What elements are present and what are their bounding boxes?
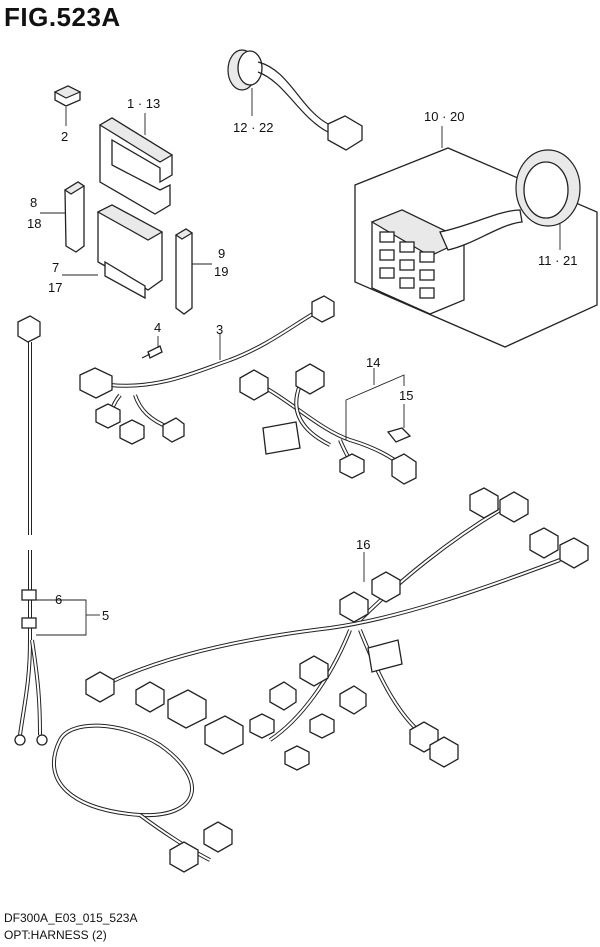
part-8-18-bracket: [63, 181, 86, 253]
callout-7: 7: [52, 260, 59, 275]
part-12-22-grommet-harness: [227, 49, 363, 151]
part-5-6-lead: [14, 315, 48, 746]
callout-15: 15: [399, 388, 413, 403]
callout-18: 18: [27, 216, 41, 231]
figure-caption: OPT:HARNESS (2): [4, 928, 107, 942]
callout-16: 16: [356, 537, 370, 552]
callout-2: 2: [61, 129, 68, 144]
part-1-13-bracket: [98, 117, 174, 215]
callout-4: 4: [154, 320, 161, 335]
callout-19: 19: [214, 264, 228, 279]
callout-12-22: 12 · 22: [233, 120, 273, 135]
part-3-harness: [79, 295, 335, 445]
part-16-main-harness: [52, 487, 589, 873]
callout-17: 17: [48, 280, 62, 295]
part-11-21-ring: [515, 149, 581, 227]
callout-8: 8: [30, 195, 37, 210]
callout-6: 6: [55, 592, 62, 607]
callout-11-21: 11 · 21: [538, 253, 578, 268]
part-2-plug: [53, 85, 82, 107]
part-7-17-module: [96, 204, 164, 300]
callout-14: 14: [366, 355, 380, 370]
part-9-19-bracket: [174, 228, 194, 315]
callout-5: 5: [102, 608, 109, 623]
model-code: DF300A_E03_015_523A: [4, 911, 138, 925]
callout-10-20: 10 · 20: [424, 109, 464, 124]
callout-1-13: 1 · 13: [127, 96, 160, 111]
callout-9: 9: [218, 246, 225, 261]
part-14-harness: [239, 363, 417, 485]
part-10-20-switch-panel: [370, 209, 523, 315]
part-4-screw: [141, 345, 163, 359]
callout-3: 3: [216, 322, 223, 337]
figure-title: FIG.523A: [4, 2, 121, 32]
